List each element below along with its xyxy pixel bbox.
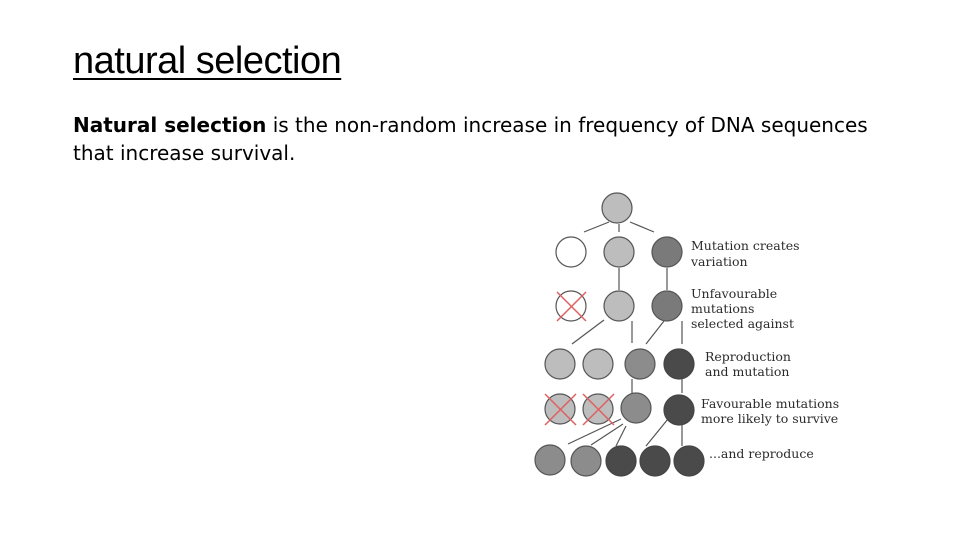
organism-circle	[663, 394, 695, 426]
cross-mark	[582, 393, 615, 426]
organism-circle	[651, 290, 683, 322]
generation-reproduce	[534, 444, 705, 477]
label-unfavourable-mutations: Unfavourable mutations selected against	[691, 286, 794, 331]
connector-lines	[567, 221, 683, 447]
label-reproduction-mutation: Reproduction and mutation	[705, 349, 795, 379]
organism-circle	[603, 236, 635, 268]
organism-circle	[534, 444, 566, 476]
organism-circle	[624, 348, 656, 380]
generation-selection	[555, 290, 683, 322]
organism-circle	[673, 445, 705, 477]
cross-mark	[556, 291, 587, 322]
organism-circle	[544, 348, 576, 380]
definition-text: is the non-random increase in frequency …	[73, 113, 868, 165]
organism-circle	[663, 348, 695, 380]
generation-favourable-survival	[544, 392, 695, 426]
natural-selection-diagram: Mutation creates variation Unfavourable …	[534, 192, 843, 477]
organism-circle	[555, 236, 587, 268]
organism-circle	[582, 348, 614, 380]
organism-circle	[639, 445, 671, 477]
label-mutation-creates-variation: Mutation creates variation	[690, 238, 804, 269]
organism-circle	[570, 445, 602, 477]
eliminated-organism	[544, 393, 577, 426]
eliminated-organism	[555, 290, 587, 322]
generation-reproduction	[544, 348, 695, 380]
eliminated-organism	[582, 393, 615, 426]
organism-circle	[603, 290, 635, 322]
cross-mark	[544, 393, 577, 426]
definition-paragraph: Natural selection is the non-random incr…	[73, 111, 873, 167]
organism-circle	[605, 445, 637, 477]
slide-title: natural selection	[73, 40, 342, 82]
organism-circle	[601, 192, 633, 224]
generation-ancestor	[601, 192, 633, 224]
organism-circle	[620, 392, 652, 424]
organism-circle	[651, 236, 683, 268]
stage-labels: Mutation creates variation Unfavourable …	[690, 238, 843, 461]
generation-mutation-variation	[555, 236, 683, 268]
definition-term: Natural selection	[73, 113, 267, 137]
label-favourable-mutations: Favourable mutations more likely to surv…	[701, 396, 843, 426]
label-and-reproduce: ...and reproduce	[709, 446, 814, 461]
